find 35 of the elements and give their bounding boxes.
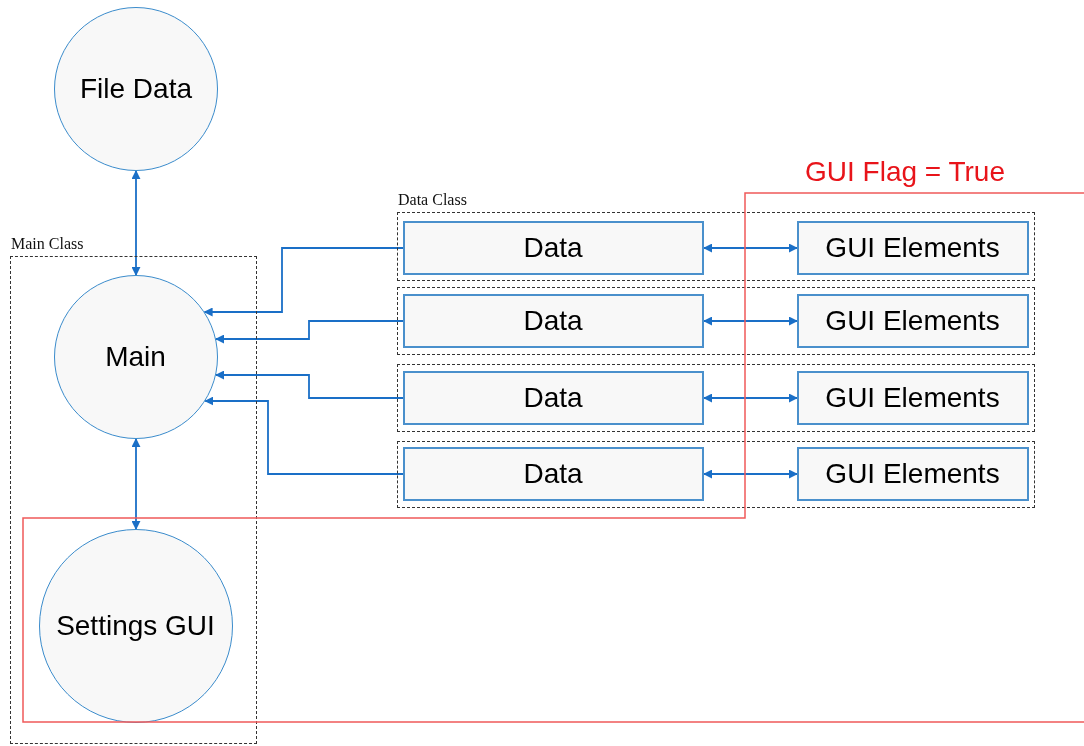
node-label: GUI Elements xyxy=(825,231,1000,264)
node-label: Data xyxy=(523,457,583,490)
process-box xyxy=(402,220,704,275)
group-box xyxy=(397,364,1035,432)
node-label: Data xyxy=(523,304,583,337)
arrow xyxy=(204,396,404,475)
node-label: Data xyxy=(523,231,583,264)
process-box xyxy=(402,446,704,501)
group-box xyxy=(397,287,1035,355)
arrow xyxy=(703,393,798,403)
node-label: GUI Elements xyxy=(825,381,1000,414)
process-box xyxy=(402,370,704,425)
node-label: GUI Elements xyxy=(825,304,1000,337)
arrow xyxy=(703,469,798,479)
arrow xyxy=(203,247,404,317)
node-label: GUI Elements xyxy=(825,457,1000,490)
process-box xyxy=(796,293,1029,348)
group-label: Main Class xyxy=(11,235,84,253)
arrow xyxy=(215,320,404,344)
node-label: File Data xyxy=(79,72,192,106)
process-box xyxy=(796,446,1029,501)
group-label: Data Class xyxy=(398,191,467,209)
arrow xyxy=(131,438,141,530)
arrow xyxy=(215,370,404,399)
process-box xyxy=(796,370,1029,425)
process-box xyxy=(796,220,1029,275)
node-label: Main xyxy=(105,339,166,374)
node-label: Settings GUI xyxy=(56,608,215,643)
process-box xyxy=(402,293,704,348)
arrow xyxy=(703,243,798,253)
group-box xyxy=(397,441,1035,508)
node-label: Data xyxy=(523,381,583,414)
region-label: GUI Flag = True xyxy=(805,156,1005,188)
arrow xyxy=(131,170,141,276)
arrow xyxy=(703,316,798,326)
